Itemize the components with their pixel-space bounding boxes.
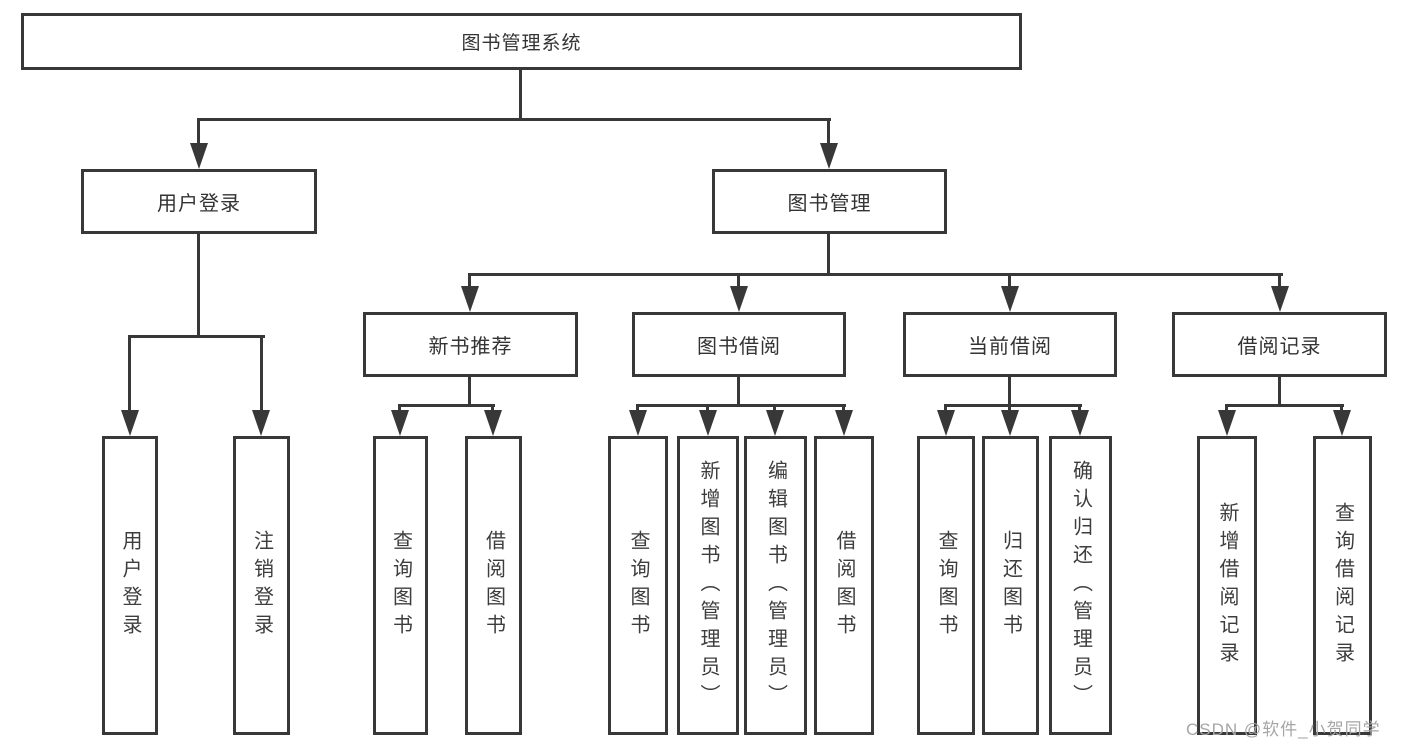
leaf-label: 查询图书 xyxy=(627,529,649,642)
connector-line xyxy=(737,375,740,406)
arrowhead-icon xyxy=(1271,286,1289,312)
leaf-return-books: 归还图书 xyxy=(982,436,1039,735)
watermark: CSDN @软件_小贺同学 xyxy=(1186,720,1381,739)
connector-line xyxy=(197,118,831,121)
connector-line xyxy=(519,70,522,121)
connector-line xyxy=(827,233,830,275)
connector-line xyxy=(468,275,471,288)
leaf-query-borrow-record: 查询借阅记录 xyxy=(1313,436,1372,735)
arrowhead-icon xyxy=(1218,410,1236,436)
arrowhead-icon xyxy=(1071,410,1089,436)
connector-line xyxy=(197,234,200,337)
connector-line xyxy=(197,120,200,145)
node-root-label: 图书管理系统 xyxy=(461,33,582,54)
leaf-label: 借阅图书 xyxy=(833,529,855,642)
leaf-borrow-books-recommend: 借阅图书 xyxy=(465,436,522,735)
node-current-borrow: 当前借阅 xyxy=(903,312,1117,377)
node-book-management: 图书管理 xyxy=(712,169,947,234)
leaf-add-borrow-record: 新增借阅记录 xyxy=(1197,436,1257,735)
arrowhead-icon xyxy=(461,286,479,312)
arrowhead-icon xyxy=(484,410,502,436)
leaf-label: 用户登录 xyxy=(119,529,141,642)
leaf-query-books-recommend: 查询图书 xyxy=(373,436,428,735)
connector-line xyxy=(260,337,263,412)
leaf-label: 查询图书 xyxy=(935,529,957,642)
arrowhead-icon xyxy=(190,143,208,169)
connector-line xyxy=(1008,375,1011,406)
leaf-label: 新增图书（管理员） xyxy=(697,459,719,712)
arrowhead-icon xyxy=(1001,286,1019,312)
connector-line xyxy=(1008,275,1011,288)
leaf-label: 新增借阅记录 xyxy=(1216,501,1238,670)
connector-line xyxy=(468,273,1283,276)
arrowhead-icon xyxy=(820,143,838,169)
leaf-confirm-return-admin: 确认归还（管理员） xyxy=(1049,436,1112,735)
leaf-label: 查询图书 xyxy=(389,529,412,642)
connector-line xyxy=(128,335,265,338)
node-borrow-records-label: 借阅记录 xyxy=(1237,336,1322,358)
connector-line xyxy=(737,275,740,288)
leaf-label: 归还图书 xyxy=(999,529,1022,642)
arrowhead-icon xyxy=(252,410,270,436)
connector-line xyxy=(128,337,131,412)
connector-line xyxy=(636,404,846,407)
leaf-query-books-current: 查询图书 xyxy=(917,436,975,735)
node-root: 图书管理系统 xyxy=(21,13,1022,70)
node-new-book-recommend-label: 新书推荐 xyxy=(428,336,513,358)
arrowhead-icon xyxy=(1333,410,1351,436)
node-user-login: 用户登录 xyxy=(81,169,317,234)
connector-line xyxy=(1278,275,1281,288)
leaf-add-books-admin: 新增图书（管理员） xyxy=(677,436,739,735)
connector-line xyxy=(1278,375,1281,406)
leaf-user-login: 用户登录 xyxy=(102,436,158,735)
arrowhead-icon xyxy=(629,410,647,436)
node-book-borrow-label: 图书借阅 xyxy=(697,336,781,358)
node-book-borrow: 图书借阅 xyxy=(632,312,846,377)
node-book-management-label: 图书管理 xyxy=(787,193,872,215)
leaf-borrow-books: 借阅图书 xyxy=(814,436,874,735)
leaf-label: 注销登录 xyxy=(250,529,273,642)
node-current-borrow-label: 当前借阅 xyxy=(968,336,1052,358)
node-user-login-label: 用户登录 xyxy=(157,193,241,215)
connector-line xyxy=(1225,404,1344,407)
arrowhead-icon xyxy=(766,410,784,436)
node-new-book-recommend: 新书推荐 xyxy=(363,312,578,377)
connector-line xyxy=(468,375,471,406)
arrowhead-icon xyxy=(937,410,955,436)
arrowhead-icon xyxy=(121,410,139,436)
leaf-edit-books-admin: 编辑图书（管理员） xyxy=(744,436,807,735)
leaf-logout: 注销登录 xyxy=(233,436,290,735)
connector-line xyxy=(398,404,495,407)
arrowhead-icon xyxy=(699,410,717,436)
arrowhead-icon xyxy=(730,286,748,312)
leaf-query-books-borrow: 查询图书 xyxy=(608,436,668,735)
leaf-label: 确认归还（管理员） xyxy=(1069,459,1092,712)
leaf-label: 借阅图书 xyxy=(482,529,505,642)
arrowhead-icon xyxy=(835,410,853,436)
node-borrow-records: 借阅记录 xyxy=(1172,312,1387,377)
arrowhead-icon xyxy=(1001,410,1019,436)
leaf-label: 编辑图书（管理员） xyxy=(764,459,787,712)
connector-line xyxy=(827,120,830,145)
connector-line xyxy=(944,404,1082,407)
leaf-label: 查询借阅记录 xyxy=(1331,501,1354,670)
arrowhead-icon xyxy=(391,410,409,436)
